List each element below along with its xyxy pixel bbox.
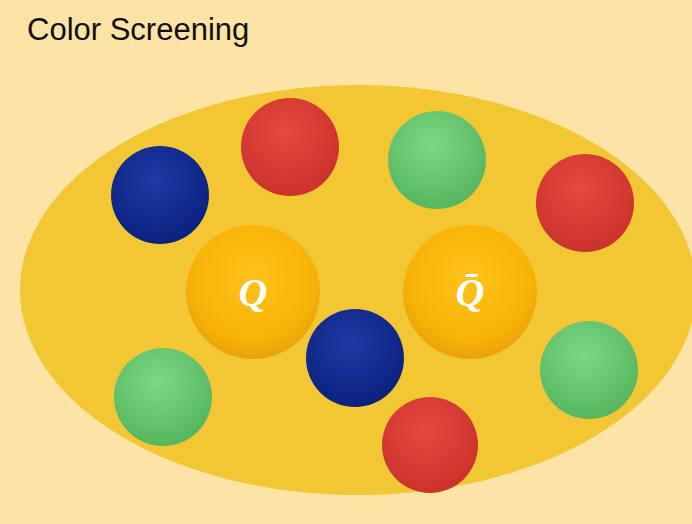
red-gluon [382,397,478,493]
quark-label: Q̄ [456,269,485,316]
quark-circle: Q̄ [403,225,537,359]
green-gluon [540,321,638,419]
green-gluon [114,348,212,446]
red-gluon [241,98,339,196]
blue-gluon [306,309,404,407]
blue-gluon [111,146,209,244]
diagram-title: Color Screening [27,12,249,48]
quark-circle: Q [186,225,320,359]
quark-label: Q [239,269,268,316]
green-gluon [388,111,486,209]
medium-ellipse [20,85,692,495]
red-gluon [536,154,634,252]
